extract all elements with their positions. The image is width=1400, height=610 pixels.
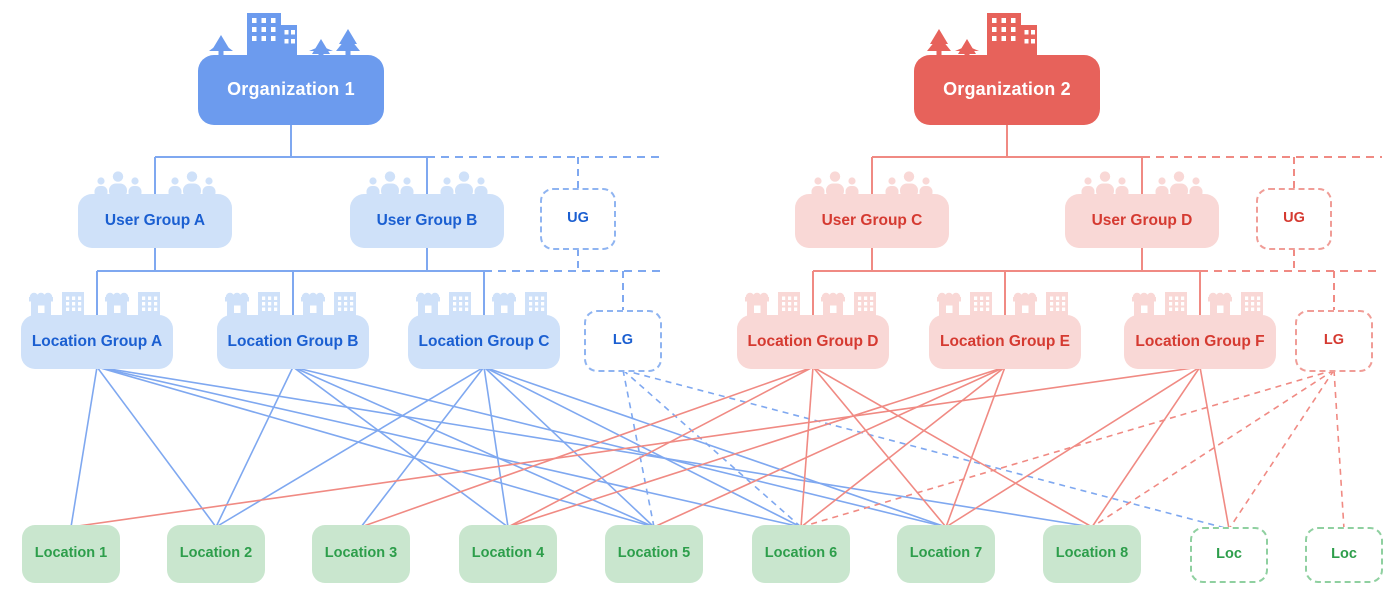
node-label: Location Group D [747, 333, 879, 351]
membership-line [1091, 366, 1201, 528]
membership-line [360, 366, 814, 528]
node-location-8: Location 8 [1043, 525, 1141, 583]
node-label: Location Group E [939, 333, 1071, 351]
node-organization-1: Organization 1 [198, 13, 384, 125]
membership-line [507, 366, 814, 528]
node-location-group-b: Location Group B [217, 292, 369, 369]
membership-line [483, 366, 947, 528]
node-label: User Group A [104, 212, 206, 230]
node-location-3: Location 3 [312, 525, 410, 583]
node-label: Organization 2 [943, 79, 1071, 100]
node-location-group-e: Location Group E [929, 292, 1081, 369]
node-label: LG [1323, 332, 1345, 349]
membership-line [800, 366, 814, 528]
node-ug-ugextrablue: UG [540, 188, 616, 250]
membership-line [800, 366, 1006, 528]
node-label: LG [612, 332, 634, 349]
node-location-1: Location 1 [22, 525, 120, 583]
node-label: Location 5 [617, 545, 691, 562]
membership-line [1199, 366, 1230, 530]
node-location-group-a: Location Group A [21, 292, 173, 369]
node-lg-lgextrablue: LG [584, 310, 662, 372]
node-user-group-d: User Group D [1065, 171, 1219, 248]
node-loc-locextra2: Loc [1305, 527, 1383, 583]
membership-line [70, 366, 98, 528]
node-location-7: Location 7 [897, 525, 995, 583]
node-label: Loc [1331, 546, 1357, 563]
membership-line [507, 366, 1006, 528]
membership-line [292, 366, 509, 528]
node-ug-ugextrared: UG [1256, 188, 1332, 250]
node-label: Location 7 [909, 545, 983, 562]
membership-line-dashed [622, 369, 1230, 530]
node-label: UG [567, 210, 589, 227]
node-loc-locextra1: Loc [1190, 527, 1268, 583]
node-label: Location 8 [1055, 545, 1129, 562]
membership-line-dashed [1091, 369, 1335, 528]
node-location-6: Location 6 [752, 525, 850, 583]
membership-line [70, 366, 1201, 528]
node-label: Location 1 [34, 545, 108, 562]
node-location-2: Location 2 [167, 525, 265, 583]
node-location-group-c: Location Group C [408, 292, 560, 369]
node-label: User Group B [376, 212, 478, 230]
membership-line [945, 366, 1201, 528]
node-label: Location Group B [227, 333, 359, 351]
node-location-group-d: Location Group D [737, 292, 889, 369]
node-label: Location Group F [1135, 333, 1265, 351]
node-label: Location 2 [179, 545, 253, 562]
node-location-4: Location 4 [459, 525, 557, 583]
node-label: Organization 1 [227, 79, 355, 100]
membership-line [483, 366, 655, 528]
node-user-group-c: User Group C [795, 171, 949, 248]
node-location-group-f: Location Group F [1124, 292, 1276, 369]
membership-line [653, 366, 1006, 528]
node-label: Location 6 [764, 545, 838, 562]
membership-line [483, 366, 509, 528]
membership-line [215, 366, 485, 528]
membership-line-dashed [1333, 369, 1345, 530]
membership-line [96, 366, 802, 528]
membership-line [292, 366, 947, 528]
node-label: Location Group C [418, 333, 550, 351]
node-location-5: Location 5 [605, 525, 703, 583]
membership-line [215, 366, 294, 528]
node-label: Loc [1216, 546, 1242, 563]
membership-line [292, 366, 655, 528]
node-label: Location 3 [324, 545, 398, 562]
node-lg-lgextrared: LG [1295, 310, 1373, 372]
node-user-group-a: User Group A [78, 171, 232, 248]
node-organization-2: Organization 2 [914, 13, 1100, 125]
membership-line [483, 366, 802, 528]
node-label: User Group C [821, 212, 923, 230]
node-label: Location Group A [31, 333, 163, 351]
node-label: UG [1283, 210, 1305, 227]
node-user-group-b: User Group B [350, 171, 504, 248]
membership-line [360, 366, 485, 528]
node-label: Location 4 [471, 545, 545, 562]
node-label: User Group D [1091, 212, 1193, 230]
membership-line-dashed [622, 369, 655, 528]
membership-line-dashed [800, 369, 1335, 528]
membership-line [96, 366, 217, 528]
membership-line [945, 366, 1006, 528]
membership-line-dashed [1228, 369, 1335, 530]
membership-line [812, 366, 1093, 528]
membership-line [96, 366, 1093, 528]
membership-line [96, 366, 655, 528]
membership-line [812, 366, 947, 528]
